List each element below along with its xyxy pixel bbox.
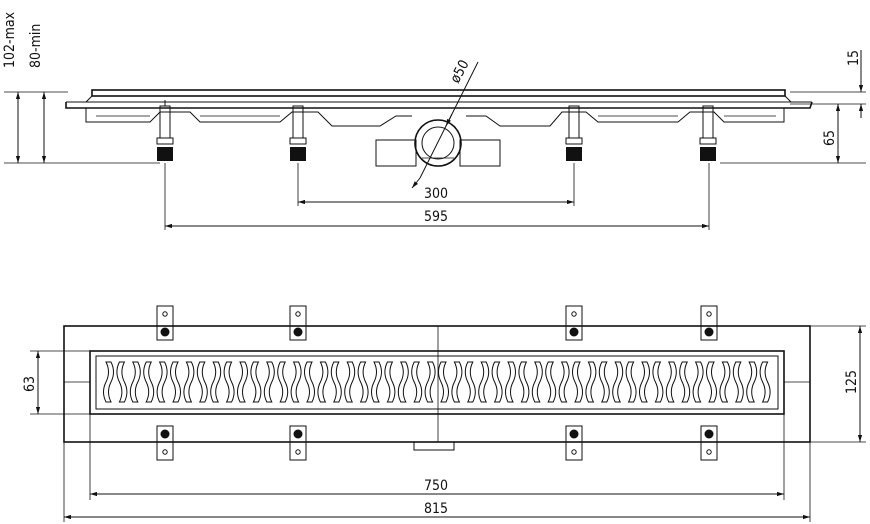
diameter-label: ø50 — [447, 57, 472, 85]
grate-slot — [692, 361, 704, 403]
mounting-bracket — [565, 425, 583, 461]
foot-outer-spacing-label: 595 — [424, 209, 448, 225]
grate-slot — [170, 361, 181, 403]
grate-slot — [357, 361, 369, 403]
grate-slot — [652, 361, 664, 403]
grate-slot — [464, 361, 476, 403]
grate-slot — [210, 361, 222, 403]
mounting-bracket — [289, 425, 307, 461]
adjustable-foot — [289, 105, 307, 161]
mounting-bracket — [700, 425, 718, 461]
overall-length-label: 815 — [424, 501, 448, 517]
mounting-bracket — [700, 305, 718, 341]
grate-slot — [263, 361, 275, 403]
grate-slot — [679, 361, 691, 403]
grate-slot — [746, 361, 758, 403]
grate-slot — [129, 361, 141, 403]
grate-slot — [411, 361, 423, 403]
grate-slot — [665, 361, 677, 403]
grate-slot — [156, 361, 168, 403]
grate-slot — [237, 361, 248, 403]
side-view — [4, 50, 866, 230]
grate-slot — [143, 361, 155, 403]
grate-slot — [397, 361, 409, 403]
top-view — [30, 305, 866, 522]
grate-slot — [558, 361, 570, 403]
grate-slot — [719, 361, 731, 403]
grate-slot — [598, 361, 610, 403]
grate-slot — [344, 361, 356, 403]
grate-slot — [371, 361, 382, 403]
grate-slot — [290, 361, 302, 403]
adjustable-foot — [565, 105, 583, 161]
grate-slot — [304, 361, 315, 403]
mounting-bracket — [565, 305, 583, 341]
grate-slot — [384, 361, 396, 403]
height-min-label: 80-min — [28, 24, 44, 68]
grate-slot-pattern — [103, 361, 771, 403]
grate-slot — [317, 361, 329, 403]
grate-slot — [330, 361, 342, 403]
grate-slot — [759, 361, 771, 403]
grate-slot — [451, 361, 463, 403]
adjustable-foot — [156, 100, 174, 161]
grate-slot — [545, 361, 557, 403]
grate-slot — [196, 361, 208, 403]
grate-slot — [706, 361, 717, 403]
foot-inner-spacing-label: 300 — [424, 186, 448, 202]
grate-length-label: 750 — [424, 478, 448, 494]
grate-slot — [183, 361, 195, 403]
grate-slot — [612, 361, 624, 403]
grate-slot — [277, 361, 289, 403]
grate-slot — [639, 361, 650, 403]
grate-slot — [250, 361, 262, 403]
body-height-label: 65 — [822, 130, 838, 146]
grate-slot — [438, 361, 449, 403]
grate-slot — [572, 361, 583, 403]
grate-slot — [732, 361, 744, 403]
grate-slot — [585, 361, 597, 403]
mounting-bracket — [156, 425, 174, 461]
mounting-bracket — [156, 305, 174, 341]
grate-slot — [478, 361, 490, 403]
grate-slot — [491, 361, 503, 403]
top-height-label: 15 — [846, 50, 862, 66]
grate-slot — [531, 361, 543, 403]
adjustable-foot — [699, 105, 717, 161]
overall-width-label: 125 — [844, 370, 860, 394]
grate-slot — [103, 361, 114, 403]
mounting-bracket — [289, 305, 307, 341]
grate-width-label: 63 — [22, 376, 38, 392]
grate-slot — [518, 361, 530, 403]
grate-slot — [223, 361, 235, 403]
grate-slot — [116, 361, 128, 403]
grate-slot — [505, 361, 516, 403]
grate-slot — [625, 361, 637, 403]
grate-slot — [424, 361, 436, 403]
height-max-label: 102-max — [2, 11, 18, 68]
